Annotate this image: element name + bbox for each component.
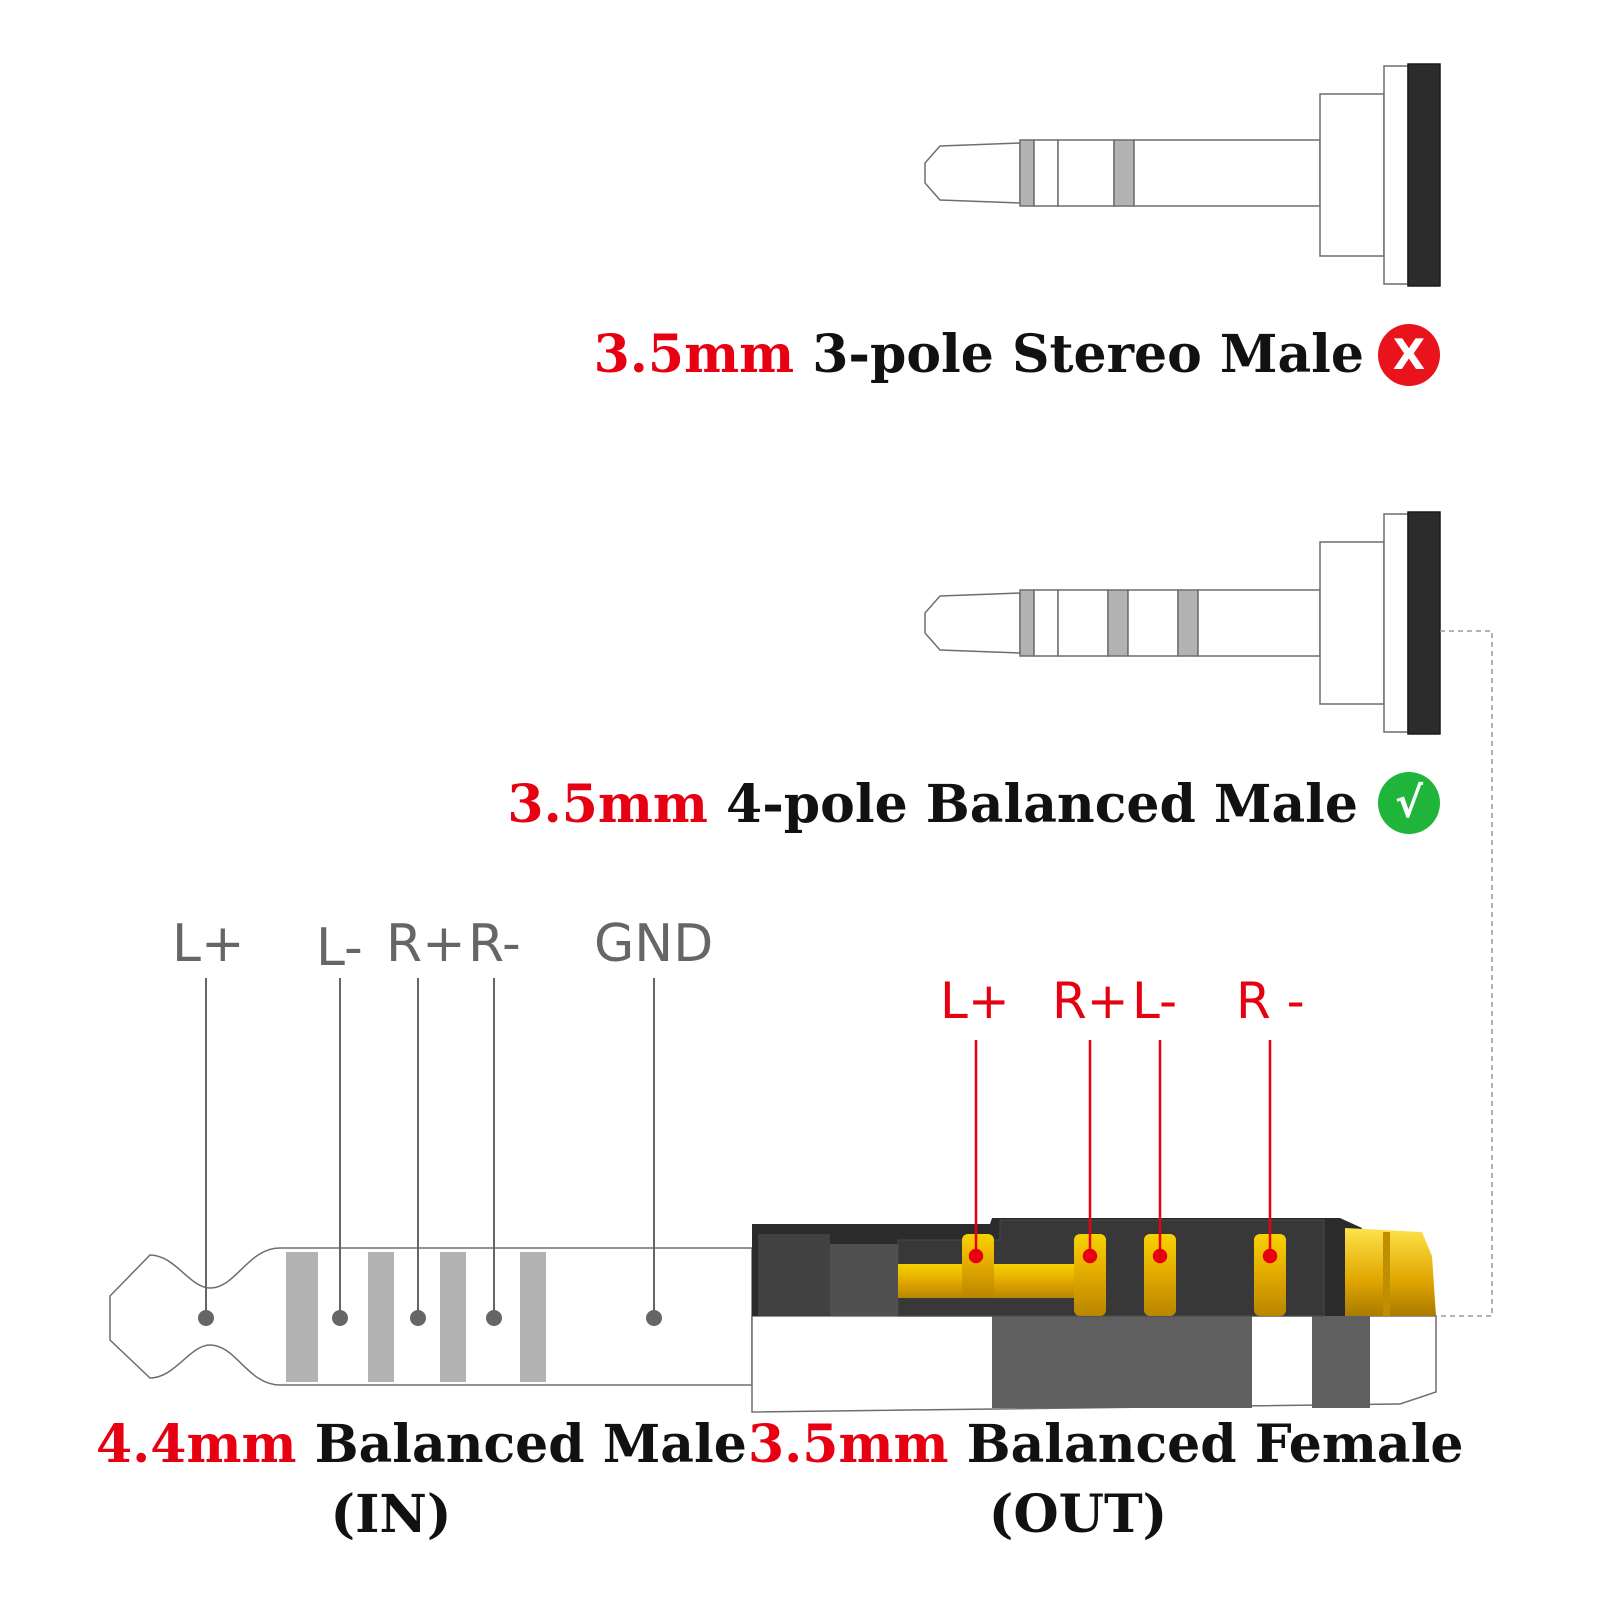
plug-4pole-size: 3.5mm [507,774,708,835]
plug-3pole-graphic [924,63,1441,287]
pin-label-44-r-plus: R+ [386,914,466,974]
pin-label-44-l-minus: L- [316,918,363,978]
plug-44mm-size: 4.4mm [96,1414,297,1475]
plug-44mm-graphic [109,1247,753,1386]
jack-35mm-name: Balanced Female [966,1414,1464,1475]
cross-icon: X [1378,324,1440,386]
pin-label-35-l-minus: L- [1132,972,1178,1030]
pin-label-35-l-plus: L+ [940,972,1010,1030]
jack-35mm-caption: 3.5mm Balanced Female (OUT) [748,1410,1463,1550]
jack-35mm-direction: (OUT) [988,1484,1168,1545]
check-icon: √ [1378,772,1440,834]
pin-label-35-r-minus: R - [1236,972,1305,1030]
pin-label-44-gnd: GND [594,914,714,974]
plug-3pole-name: 3-pole Stereo Male [812,324,1364,385]
plug-44mm-caption: 4.4mm Balanced Male (IN) [96,1410,747,1550]
plug-44mm-name: Balanced Male [314,1414,747,1475]
plug-4pole-caption: 3.5mm 4-pole Balanced Male [507,772,1358,838]
plug-44mm-direction: (IN) [330,1484,452,1545]
pin-leaders-44mm [198,978,662,1326]
plug-4pole-name: 4-pole Balanced Male [726,774,1358,835]
pin-leaders-35mm [968,1040,1278,1264]
plug-4pole-graphic [924,511,1441,735]
jack-35mm-size: 3.5mm [748,1414,949,1475]
pin-label-44-l-plus: L+ [172,914,245,974]
pin-label-44-r-minus: R- [468,914,521,974]
pin-label-35-r-plus: R+ [1052,972,1129,1030]
plug-3pole-size: 3.5mm [593,324,795,385]
jack-35mm-graphic [751,1218,1437,1413]
plug-3pole-caption: 3.5mm 3-pole Stereo Male [594,322,1364,388]
connection-dashed-line [1436,630,1493,1317]
